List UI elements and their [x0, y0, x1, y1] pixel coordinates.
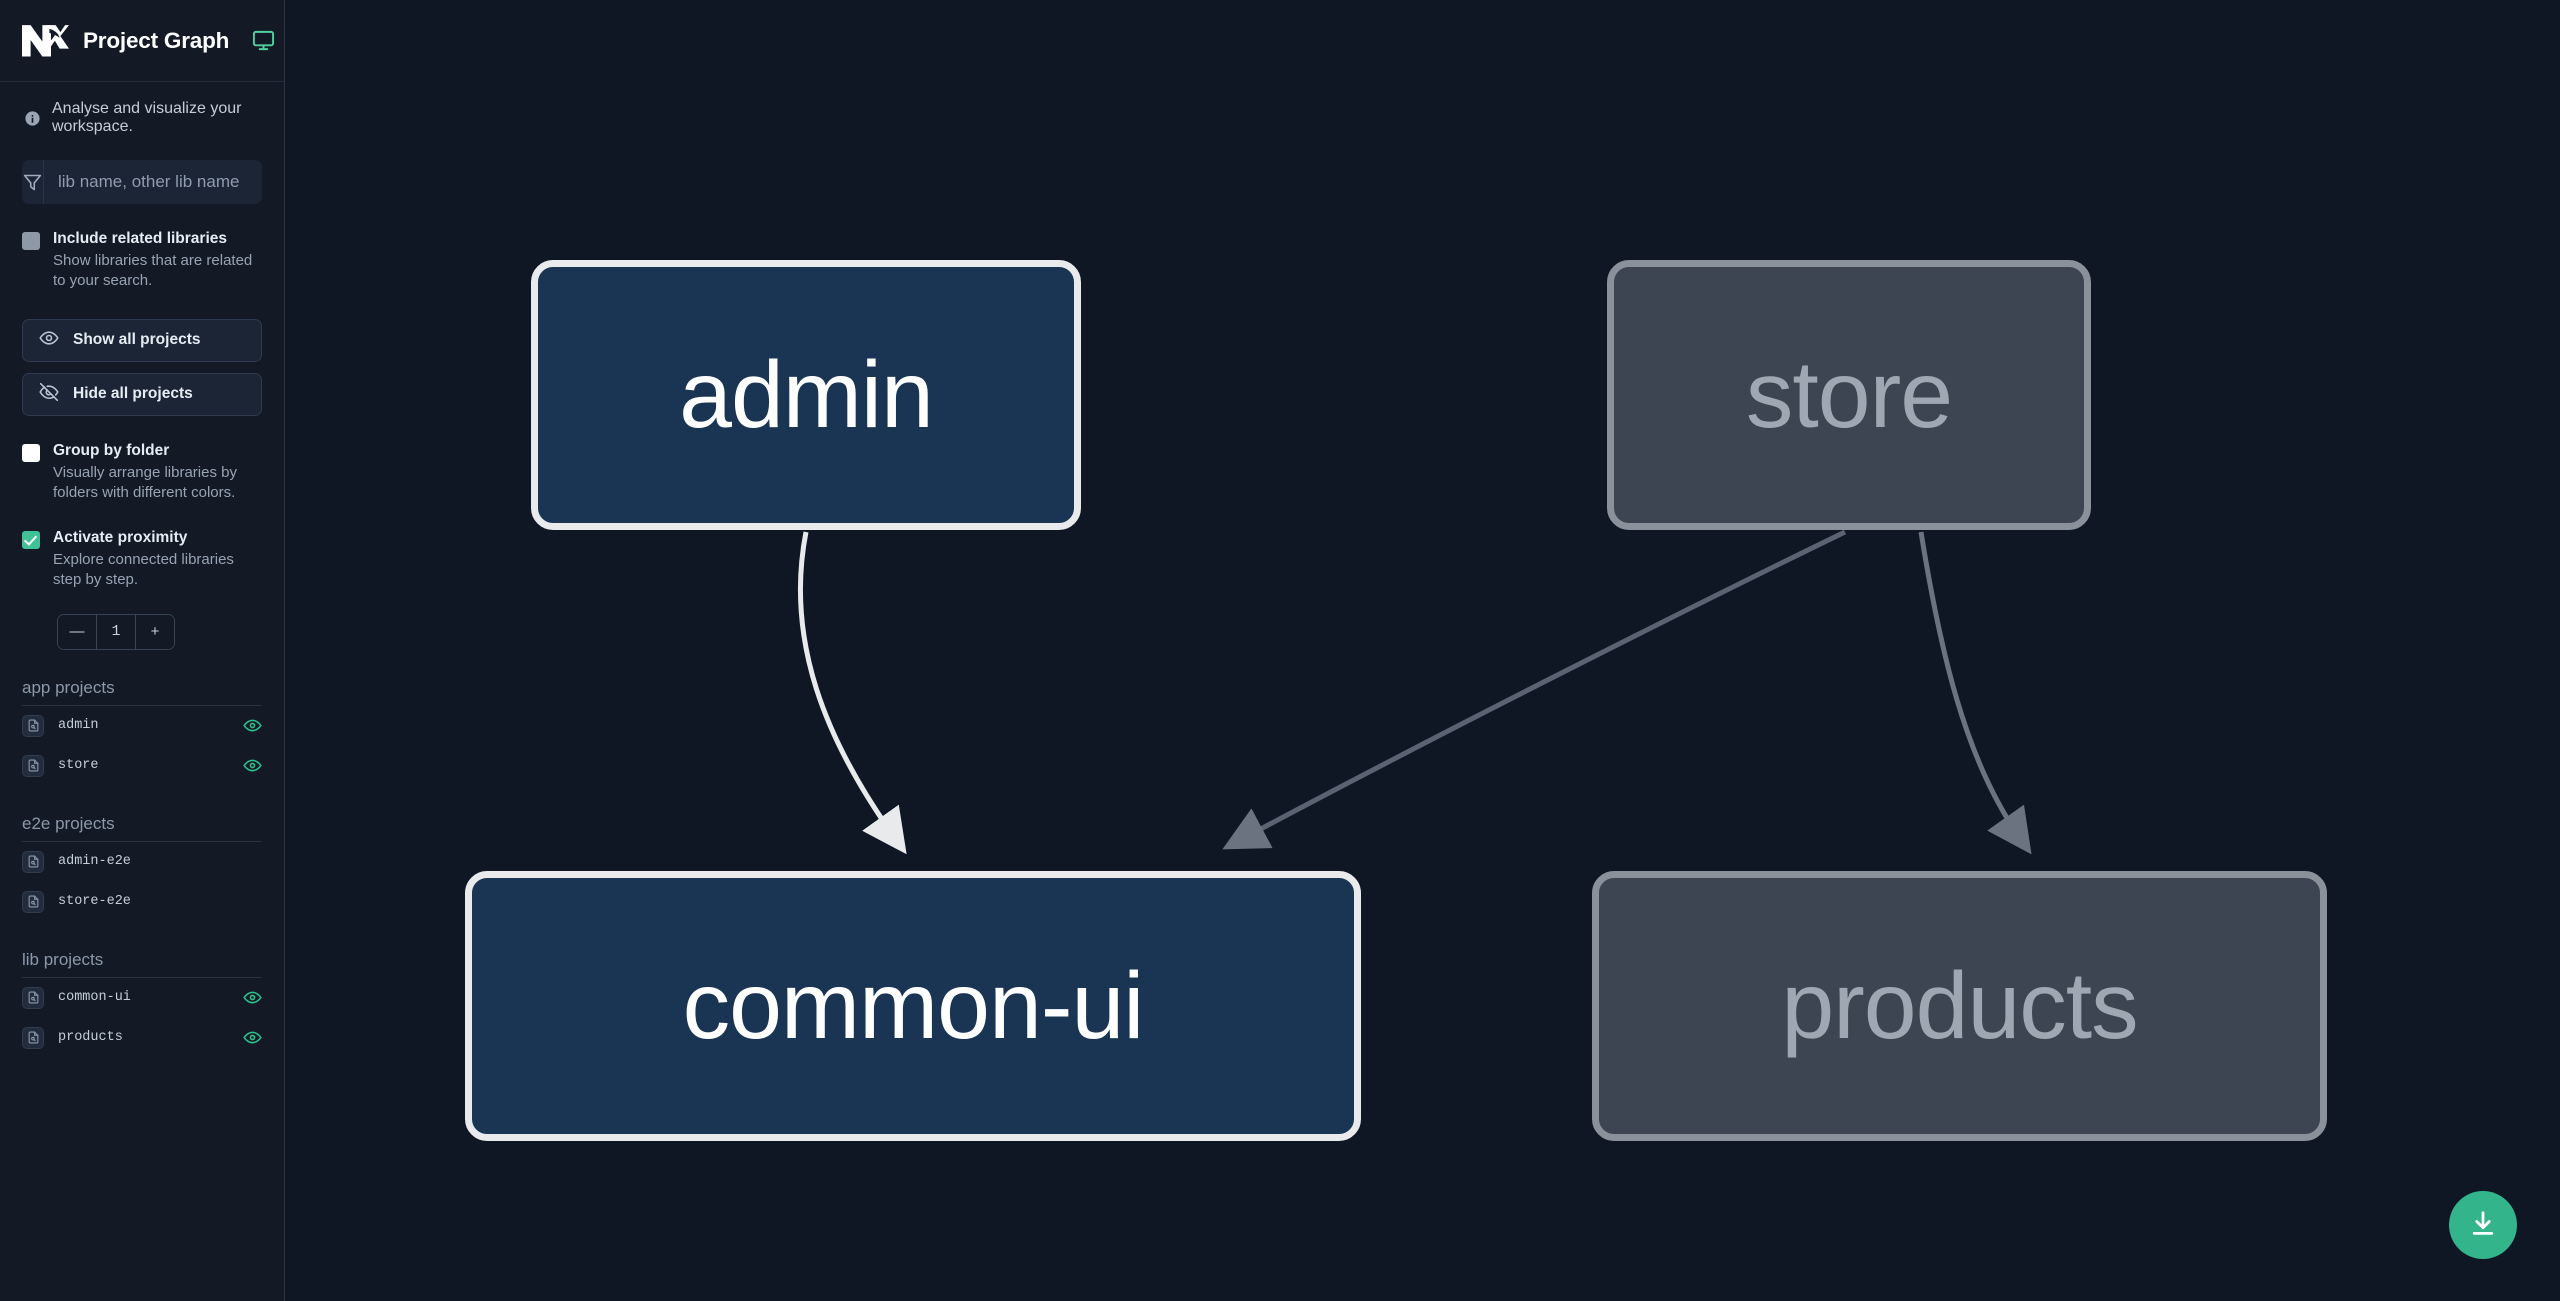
- project-row-admin[interactable]: admin: [22, 706, 262, 746]
- sidebar: Project Graph Analyse and visualize your…: [0, 0, 285, 1301]
- proximity-decrement-button[interactable]: —: [58, 614, 97, 649]
- option-label: Include related libraries: [53, 230, 228, 247]
- project-file-icon: [22, 714, 44, 737]
- project-file-icon: [22, 850, 44, 873]
- sidebar-body: Include related libraries Show libraries…: [0, 150, 284, 1301]
- checkbox-include-related-libraries[interactable]: [22, 232, 40, 250]
- project-row-common-ui[interactable]: common-ui: [22, 978, 262, 1018]
- project-row-store-e2e[interactable]: store-e2e: [22, 882, 262, 922]
- checkbox-group-by-folder[interactable]: [22, 443, 40, 462]
- project-name: products: [58, 1030, 123, 1046]
- project-row-admin-e2e[interactable]: admin-e2e: [22, 842, 262, 882]
- proximity-stepper[interactable]: — 1 +: [57, 613, 175, 650]
- graph-canvas[interactable]: admin store common-ui products: [285, 0, 2560, 1301]
- group-app-projects: app projects admin: [22, 678, 262, 786]
- group-title: app projects: [22, 678, 262, 706]
- eye-icon[interactable]: [243, 716, 262, 735]
- option-label: Group by folder: [53, 441, 170, 459]
- project-name: store-e2e: [58, 894, 131, 910]
- graph-node-label: admin: [679, 341, 934, 448]
- project-file-icon: [22, 754, 44, 777]
- monitor-icon[interactable]: [252, 29, 275, 52]
- graph-node-label: products: [1781, 952, 2138, 1059]
- group-e2e-projects: e2e projects admin-e2e: [22, 814, 262, 922]
- nx-logo-icon: [22, 22, 69, 60]
- project-name: store: [58, 758, 99, 774]
- option-description: Explore connected libraries step by step…: [53, 551, 234, 589]
- graph-node-store[interactable]: store: [1607, 260, 2091, 530]
- download-icon: [2468, 1209, 2498, 1242]
- eye-icon[interactable]: [243, 756, 262, 775]
- group-lib-projects: lib projects common-ui: [22, 950, 262, 1058]
- option-description: Visually arrange libraries by folders wi…: [53, 464, 237, 502]
- graph-node-label: store: [1745, 341, 1953, 448]
- option-description: Show libraries that are related to your …: [53, 252, 253, 290]
- edge-store-to-products: [1918, 531, 2032, 855]
- group-title: lib projects: [22, 950, 262, 978]
- sidebar-header: Project Graph: [0, 0, 284, 82]
- option-activate-proximity[interactable]: Activate proximity Explore connected lib…: [22, 528, 262, 590]
- edge-admin-to-common-ui: [797, 531, 907, 855]
- eye-icon: [39, 328, 59, 353]
- eye-off-icon: [39, 382, 59, 407]
- project-name: admin: [58, 718, 99, 734]
- filter-funnel-icon: [22, 160, 44, 204]
- checkbox-activate-proximity[interactable]: [22, 530, 40, 549]
- download-graph-button[interactable]: [2449, 1191, 2517, 1259]
- tagline: Analyse and visualize your workspace.: [0, 82, 284, 150]
- option-label: Activate proximity: [53, 528, 188, 546]
- group-title: e2e projects: [22, 814, 262, 842]
- option-group-by-folder[interactable]: Group by folder Visually arrange librari…: [22, 441, 262, 503]
- graph-node-products[interactable]: products: [1592, 871, 2327, 1141]
- eye-icon[interactable]: [243, 1028, 262, 1047]
- hide-all-projects-button[interactable]: Hide all projects: [22, 372, 262, 416]
- visibility-button-group: Show all projects Hide all projects: [22, 318, 262, 416]
- graph-edges-layer: [797, 529, 2032, 855]
- eye-icon[interactable]: [243, 988, 262, 1007]
- graph-node-common-ui[interactable]: common-ui: [465, 871, 1361, 1141]
- show-all-projects-button[interactable]: Show all projects: [22, 318, 262, 362]
- graph-node-admin[interactable]: admin: [531, 260, 1081, 530]
- proximity-increment-button[interactable]: +: [136, 614, 174, 649]
- proximity-value: 1: [97, 614, 136, 649]
- project-file-icon: [22, 890, 44, 913]
- hide-all-projects-label: Hide all projects: [73, 385, 193, 403]
- search-input[interactable]: [44, 160, 262, 204]
- page-title: Project Graph: [83, 27, 230, 53]
- graph-node-label: common-ui: [682, 952, 1145, 1059]
- tagline-text: Analyse and visualize your workspace.: [52, 100, 242, 135]
- project-name: common-ui: [58, 990, 131, 1006]
- project-row-products[interactable]: products: [22, 1018, 262, 1058]
- show-all-projects-label: Show all projects: [73, 331, 201, 349]
- info-icon: [24, 110, 41, 127]
- project-row-store[interactable]: store: [22, 746, 262, 786]
- project-file-icon: [22, 986, 44, 1009]
- project-name: admin-e2e: [58, 854, 131, 870]
- edge-store-to-common-ui: [1222, 529, 1847, 850]
- project-file-icon: [22, 1026, 44, 1049]
- option-include-related-libraries[interactable]: Include related libraries Show libraries…: [22, 229, 262, 291]
- search-field[interactable]: [22, 160, 262, 204]
